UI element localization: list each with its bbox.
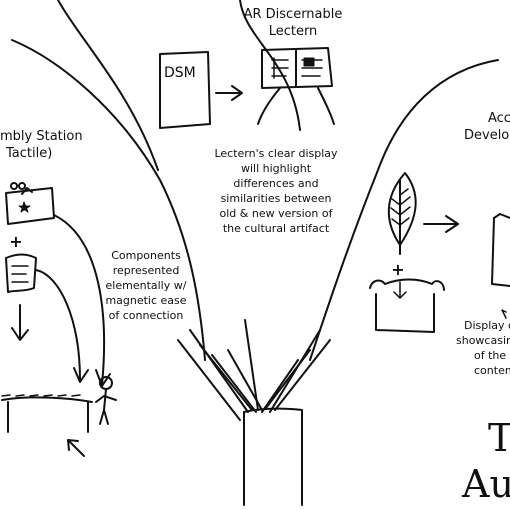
lectern-description-line: differences and [233,177,319,190]
right-description-line: contemp [474,364,510,377]
station-title-line2: Tactile) [6,146,53,161]
right-station-title-line2: Develop [464,128,510,143]
scroll-icon [5,253,37,293]
station-title-line1: mbly Station [0,129,83,144]
table-icon [1,396,93,433]
display-box-icon [491,213,510,287]
down-arrow-icon [11,304,29,341]
right-inner-curve [239,0,301,131]
trunk-rays [177,319,331,421]
right-description-line: showcasing t [456,334,510,347]
display-case-icon [369,278,445,333]
trunk-outline [243,407,303,506]
flag-icon [5,182,55,225]
components-description-line: of connection [108,309,184,322]
lectern-description: Lectern's clear display will highlight d… [206,146,346,236]
lectern-legs [257,87,335,125]
left-branch-curve [11,39,206,361]
book-icon [159,51,211,129]
components-description: Components represented elementally w/ ma… [98,248,194,323]
right-description-line: of the obj [474,349,510,362]
right-station-title-line1: Acc [488,111,510,126]
components-description-line: represented [112,264,180,277]
components-description-line: Components [111,249,181,262]
big-letter-line2: Au [462,462,510,506]
ar-lectern-title-line2: Lectern [268,24,318,39]
components-description-line: elementally w/ [105,279,187,292]
lectern-description-line: old & new version of [219,207,333,220]
right-arrow-icon [215,85,243,101]
person-icon [95,376,117,425]
lectern-description-line: will highlight [240,162,312,175]
plus-sign-left: + [9,232,23,251]
left-top-curve [57,0,159,171]
right-description: Display o showcasing t of the obj contem… [456,318,510,378]
ar-lectern-title: AR Discernable Lectern [238,6,348,40]
leaf-icon [387,172,417,255]
big-letter-line1: T [488,416,510,460]
components-description-line: magnetic ease [105,294,187,307]
right-branch-curve [309,59,499,361]
book-label: DSM [164,65,196,81]
station-title: mbly Station Tactile) [0,128,83,162]
lectern-description-line: the cultural artifact [222,222,330,235]
connection-arc-2 [35,269,81,381]
connection-arc-1 [53,214,106,386]
lectern-description-line: Lectern's clear display [214,147,338,160]
right-arrow-icon-2 [423,215,459,233]
plus-sign-right: + [391,260,405,279]
right-description-line: Display o [464,319,510,332]
up-left-arrow-icon [67,439,85,457]
ar-lectern-title-line1: AR Discernable [243,7,343,22]
right-station-title: Acc Develop [464,110,510,144]
lectern-screen-icon [261,47,333,89]
lectern-description-line: similarities between [220,192,332,205]
